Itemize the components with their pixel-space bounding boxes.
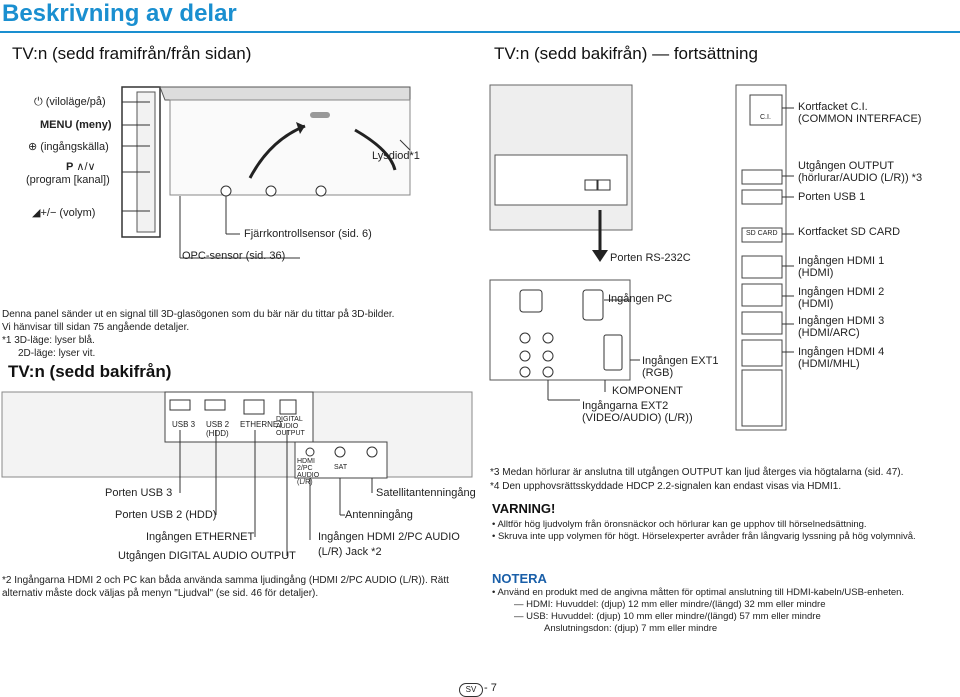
callout-hdmi-pc-2: (L/R) Jack *2 xyxy=(318,546,382,558)
ci-label: Kortfacket C.I.(COMMON INTERFACE) xyxy=(798,101,922,125)
port-digital: DIGITAL AUDIO OUTPUT xyxy=(276,416,305,437)
channel-prog-label: (program [kanal]) xyxy=(26,174,110,186)
port-usb3: USB 3 xyxy=(172,420,196,429)
notera-list: • Använd en produkt med de angivna måtte… xyxy=(492,587,905,634)
port-ethernet: ETHERNET xyxy=(240,420,284,429)
notera-title: NOTERA xyxy=(492,571,547,586)
page-title: Beskrivning av delar xyxy=(2,0,237,27)
output-label: Utgången OUTPUT(hörlurar/AUDIO (L/R)) *3 xyxy=(798,160,923,184)
standby-label: ⏻ (viloläge/på) xyxy=(34,96,106,108)
port-sat: SAT xyxy=(334,464,348,471)
callout-antenna: Antenningång xyxy=(345,509,413,521)
back-heading: TV:n (sedd bakifrån) xyxy=(8,362,172,381)
callout-usb3: Porten USB 3 xyxy=(105,487,173,499)
channel-label: P ∧/∨ xyxy=(66,161,96,173)
ext2-label: Ingångarna EXT2(VIDEO/AUDIO) (L/R)) xyxy=(582,400,693,424)
hdmi2-label: Ingången HDMI 2(HDMI) xyxy=(798,286,885,310)
callout-digital: Utgången DIGITAL AUDIO OUTPUT xyxy=(118,550,296,562)
led-label: Lysdiod*1 xyxy=(372,150,420,162)
callout-hdmi-pc: Ingången HDMI 2/PC AUDIO xyxy=(318,531,460,543)
ext1-label: Ingången EXT1(RGB) xyxy=(642,355,719,379)
callout-ethernet: Ingången ETHERNET xyxy=(146,531,255,543)
ci-slot-label: C.I. xyxy=(760,114,771,121)
menu-label: MENU (meny) xyxy=(40,119,112,131)
page-number: - 7 xyxy=(484,682,497,694)
input-label: ⊕ (ingångskälla) xyxy=(28,141,109,153)
hdmi4-label: Ingången HDMI 4(HDMI/MHL) xyxy=(798,346,885,370)
remote-sensor-label: Fjärrkontrollsensor (sid. 6) xyxy=(244,228,372,240)
note-3: *3 Medan hörlurar är anslutna till utgån… xyxy=(490,467,904,478)
panel-text: Denna panel sänder ut en signal till 3D-… xyxy=(2,309,395,359)
sdcard-label: Kortfacket SD CARD xyxy=(798,226,901,238)
opc-sensor-label: OPC-sensor (sid. 36) xyxy=(182,250,286,262)
port-usb2: USB 2 (HDD) xyxy=(206,420,230,438)
note-4: *4 Den upphovsrättsskyddade HDCP 2.2-sig… xyxy=(490,481,842,492)
pc-label: Ingången PC xyxy=(608,293,673,305)
volume-label: ◢+/− (volym) xyxy=(32,207,96,219)
warning-list: • Alltför hög ljudvolym från öronsnäckor… xyxy=(492,519,916,542)
note-2: *2 Ingångarna HDMI 2 och PC kan båda anv… xyxy=(2,575,449,599)
komponent-label: KOMPONENT xyxy=(612,385,683,397)
hdmi3-label: Ingången HDMI 3(HDMI/ARC) xyxy=(798,315,885,339)
title-rule xyxy=(0,31,960,33)
warning-title: VARNING! xyxy=(492,501,556,516)
rs232-label: Porten RS-232C xyxy=(610,252,691,264)
usb1-label: Porten USB 1 xyxy=(798,191,866,203)
page-lang-badge: SV xyxy=(459,683,483,697)
continued-heading: TV:n (sedd bakifrån) — fortsättning xyxy=(494,44,758,63)
callout-sat: Satellitantenningång xyxy=(376,487,476,499)
front-heading: TV:n (sedd framifrån/från sidan) xyxy=(12,44,252,63)
hdmi1-label: Ingången HDMI 1(HDMI) xyxy=(798,255,885,279)
sd-slot-label: SD CARD xyxy=(746,230,778,237)
port-hdmi-audio: HDMI 2/PC AUDIO (L/R) xyxy=(297,458,320,486)
callout-usb2: Porten USB 2 (HDD) xyxy=(115,509,217,521)
